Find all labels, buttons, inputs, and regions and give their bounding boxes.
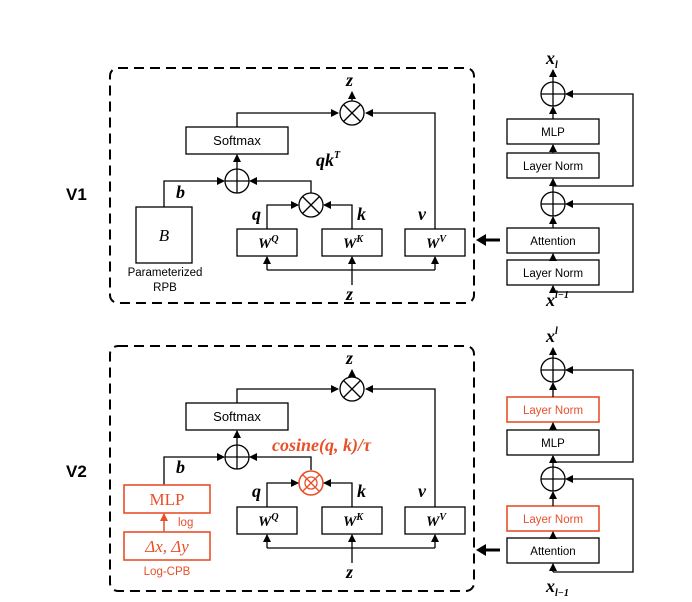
v1-rpb-caption-1: Parameterized (128, 267, 203, 279)
v1-block-output: xl (545, 48, 558, 71)
v2-expand-arrow-icon (476, 544, 500, 556)
v2-coords-box (123, 531, 211, 561)
v2-output-z: z (345, 348, 353, 368)
v1-v-label: v (418, 204, 427, 224)
v2-attention-frame (109, 345, 475, 592)
v2-add-icon (224, 444, 250, 470)
v2-block-input: xl−1 (545, 576, 569, 599)
v2-bias-b: b (176, 457, 185, 477)
v1-output-z: z (345, 70, 353, 90)
v1-block-add-mid-icon (540, 191, 566, 217)
v1-q-label: q (252, 204, 261, 224)
v1-wk-label: WK (343, 234, 364, 252)
v2-softmax-label: Softmax (213, 409, 261, 424)
v1-wv-label: WV (426, 234, 447, 252)
v1-section: V1 z Softmax qkT (66, 48, 634, 310)
v2-cpb-caption: Log-CPB (144, 566, 191, 578)
v1-input-z: z (345, 284, 353, 304)
v2-wq-label: WQ (258, 512, 279, 530)
v2-section: V2 z Softmax cosine(q, k)/τ b (66, 326, 634, 599)
v2-block-output: xl (545, 326, 558, 346)
v2-label: V2 (66, 462, 87, 481)
v1-block-input: xl−1 (545, 290, 569, 310)
v2-input-z: z (345, 562, 353, 582)
v1-rpb-caption-2: RPB (153, 282, 177, 294)
v2-v-label: v (418, 481, 427, 501)
v2-block-attention (506, 537, 600, 564)
v2-block-add-mid-icon (540, 466, 566, 492)
v1-rpb-b: B (159, 226, 170, 245)
v1-add-icon (224, 168, 250, 194)
v2-cpb-mlp-box (123, 484, 211, 514)
v1-label: V1 (66, 185, 87, 204)
v2-cosine-multiply-icon (298, 470, 324, 496)
v1-attention-frame (109, 67, 475, 304)
v1-multiply-top-icon (339, 100, 365, 126)
v2-cosine-label: cosine(q, k)/τ (272, 435, 372, 456)
v2-coords-label: Δx, Δy (144, 537, 189, 556)
v2-wk-box (321, 506, 383, 535)
v1-rpb-box (135, 206, 193, 264)
v2-block-add-top-icon (540, 357, 566, 383)
v2-wq-box (236, 506, 298, 535)
v1-k-label: k (357, 204, 366, 224)
v2-block-post-norm-1 (506, 505, 600, 532)
v1-wk-box (321, 228, 383, 257)
v1-multiply-qk-icon (298, 192, 324, 218)
v2-q-label: q (252, 481, 261, 501)
v1-block-layernorm-1 (506, 259, 600, 286)
v1-softmax-box (185, 126, 289, 155)
v2-k-label: k (357, 481, 366, 501)
v2-softmax-box (185, 402, 289, 431)
v2-wv-label: WV (426, 512, 447, 530)
v1-qk-label: qkT (316, 150, 341, 170)
v1-bias-b: b (176, 182, 185, 202)
v2-log-label: log (178, 517, 193, 529)
v2-cpb-mlp-label: MLP (150, 490, 185, 509)
svg-text:Layer Norm: Layer Norm (523, 268, 583, 280)
v1-wq-label: WQ (258, 234, 279, 252)
v1-block-attention (506, 227, 600, 254)
v2-multiply-top-icon (339, 376, 365, 402)
svg-text:Layer Norm: Layer Norm (523, 405, 583, 417)
v2-block-mlp (506, 429, 600, 456)
v1-softmax-label: Softmax (213, 133, 261, 148)
svg-text:Attention: Attention (530, 236, 575, 248)
svg-text:Layer Norm: Layer Norm (523, 161, 583, 173)
v1-expand-arrow-icon (476, 234, 500, 246)
v2-wv-box (404, 506, 466, 535)
svg-text:MLP: MLP (541, 127, 565, 139)
svg-text:Attention: Attention (530, 546, 575, 558)
v2-wk-label: WK (343, 512, 364, 530)
svg-text:Layer Norm: Layer Norm (523, 514, 583, 526)
v1-block-add-top-icon (540, 81, 566, 107)
svg-text:MLP: MLP (541, 438, 565, 450)
v1-wv-box (404, 228, 466, 257)
